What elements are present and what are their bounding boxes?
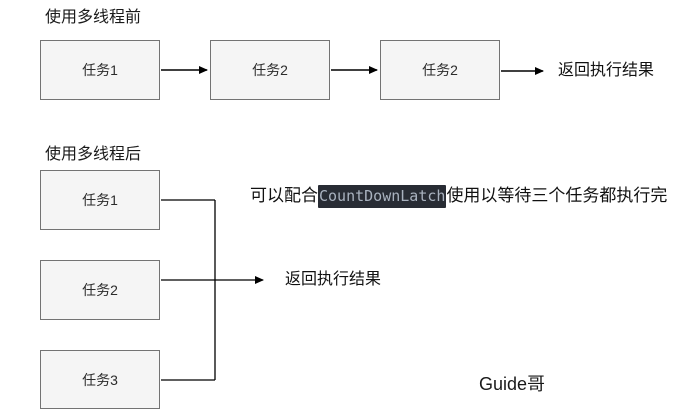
section-before-title: 使用多线程前 xyxy=(45,9,142,26)
note-suffix: 使用以等待三个任务都执行完 xyxy=(446,186,668,205)
before-task-box-3-label: 任务2 xyxy=(422,62,458,78)
note-code-countdownlatch: CountDownLatch xyxy=(318,185,447,208)
before-task-box-2: 任务2 xyxy=(210,40,330,100)
before-task-box-3: 任务2 xyxy=(380,40,500,100)
after-task-box-1: 任务1 xyxy=(40,170,160,230)
after-task-box-2: 任务2 xyxy=(40,260,160,320)
before-result-label: 返回执行结果 xyxy=(558,62,655,79)
after-task-box-3-label: 任务3 xyxy=(82,371,118,388)
section-after-title: 使用多线程后 xyxy=(45,146,142,163)
before-task-box-1: 任务1 xyxy=(40,40,160,100)
watermark-guide: Guide哥 xyxy=(479,374,546,394)
note-prefix: 可以配合 xyxy=(250,186,318,205)
after-result-label: 返回执行结果 xyxy=(285,271,382,288)
countdownlatch-note: 可以配合CountDownLatch使用以等待三个任务都执行完 xyxy=(250,185,668,208)
after-task-box-2-label: 任务2 xyxy=(82,282,118,298)
after-task-box-3: 任务3 xyxy=(40,350,160,409)
after-task-box-1-label: 任务1 xyxy=(82,192,118,208)
before-task-box-1-label: 任务1 xyxy=(82,62,118,78)
before-task-box-2-label: 任务2 xyxy=(252,62,288,78)
